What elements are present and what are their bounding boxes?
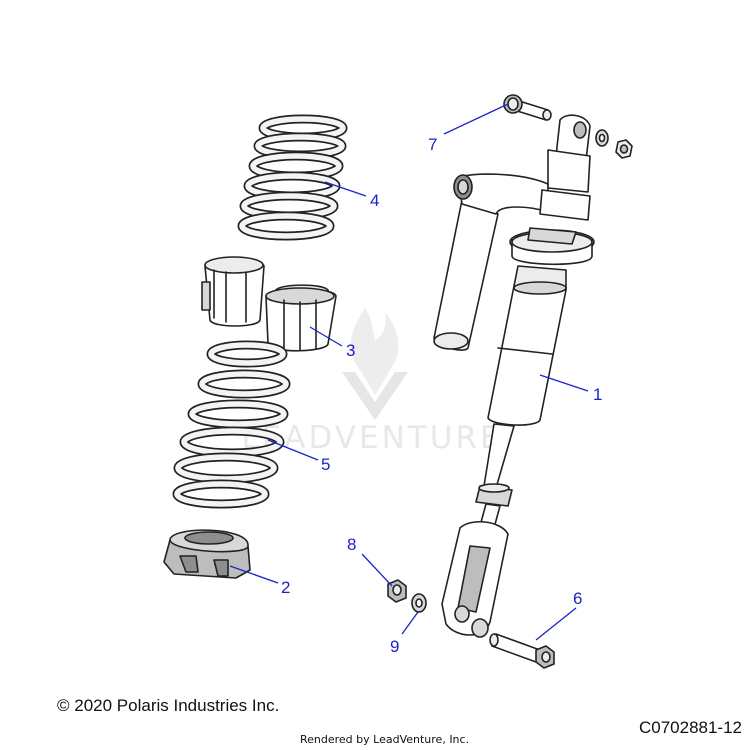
leader-lines [229, 103, 589, 641]
leader-line-9 [401, 611, 419, 635]
upper-washer-drawing [595, 129, 609, 147]
watermark-text: LEADVENTURE [241, 420, 502, 456]
upper-bolt-drawing[interactable] [503, 94, 552, 121]
lower-bolt-drawing[interactable] [489, 633, 555, 669]
callout-5[interactable]: 5 [321, 455, 330, 474]
lower-spring-drawing[interactable] [172, 340, 291, 509]
spring-slider-drawing[interactable] [201, 256, 337, 352]
callout-3[interactable]: 3 [346, 341, 355, 360]
upper-nut-drawing [615, 139, 633, 159]
callout-1[interactable]: 1 [593, 385, 602, 404]
leader-line-6 [535, 607, 577, 641]
leader-line-3 [309, 326, 343, 347]
callout-7[interactable]: 7 [428, 135, 437, 154]
copyright-notice: © 2020 Polaris Industries Inc. [57, 696, 280, 715]
shock-absorber-drawing[interactable] [433, 114, 595, 638]
leader-line-7 [443, 103, 509, 135]
leader-line-1 [539, 374, 589, 392]
callout-2[interactable]: 2 [281, 578, 290, 597]
washer-drawing[interactable] [411, 593, 427, 613]
callout-6[interactable]: 6 [573, 589, 582, 608]
leader-line-4 [324, 181, 367, 197]
callout-8[interactable]: 8 [347, 535, 356, 554]
watermark-logo: LEADVENTURE [241, 308, 502, 456]
spring-retainer-drawing[interactable] [163, 529, 251, 579]
leader-line-5 [267, 439, 319, 461]
rendered-by-credit: Rendered by LeadVenture, Inc. [300, 733, 470, 746]
leader-line-2 [229, 565, 279, 584]
upper-spring-drawing[interactable] [237, 114, 348, 241]
diagram-code: C0702881-12 [638, 718, 742, 737]
callout-4[interactable]: 4 [370, 191, 379, 210]
lock-nut-drawing[interactable] [387, 579, 407, 603]
callout-9[interactable]: 9 [390, 637, 399, 656]
leader-line-8 [361, 553, 393, 587]
